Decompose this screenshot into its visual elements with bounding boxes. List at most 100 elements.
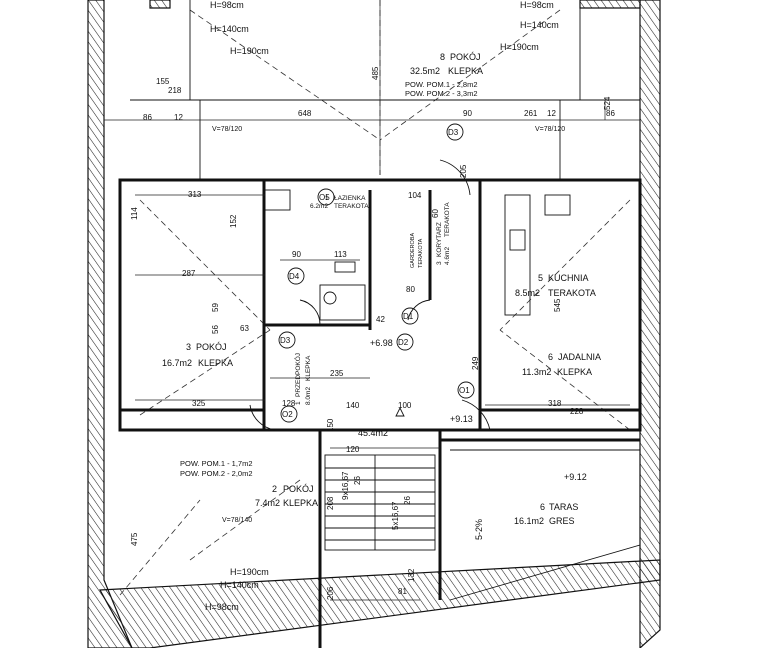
door-d4: D4: [289, 272, 300, 281]
dim-132: 132: [407, 568, 416, 582]
kitchen-name: KUCHNIA: [548, 273, 589, 283]
dim-114-left: 114: [130, 207, 139, 220]
room-2-name: POKÓJ: [283, 484, 314, 494]
kitchen-area: 8.5m2: [515, 288, 540, 298]
door-d3-top: D3: [448, 128, 459, 137]
terrace-name: TARAS: [549, 502, 578, 512]
hallway-area: 8.0m2: [305, 387, 312, 405]
height-top-3: H=190cm: [230, 46, 269, 56]
dim-318: 318: [548, 399, 562, 408]
window-o5: O5: [319, 193, 330, 202]
room-2-pow2: POW. POM.2 - 2,0m2: [180, 469, 253, 478]
kitchen-floor: TERAKOTA: [548, 288, 596, 298]
dim-152: 152: [229, 214, 238, 228]
dining-name: JADALNIA: [558, 352, 601, 362]
dim-206: 206: [326, 586, 335, 600]
dim-80: 80: [406, 285, 415, 294]
door-d3: D3: [280, 336, 291, 345]
dim-545: 545: [553, 298, 562, 312]
door-tags: D3 D4 D3 D2 D1 O1 O2 O5: [278, 123, 475, 423]
kitchen-number: 5: [538, 273, 543, 283]
bathroom-name: ŁAZIENKA: [334, 195, 366, 202]
dining-floor: KLEPKA: [557, 367, 592, 377]
level-3: +9.12: [564, 472, 587, 482]
hallway-label: 1 PRZEDPOKÓJ 8.0m2 KLEPKA: [293, 353, 312, 405]
dim-top-648: 648: [298, 109, 312, 118]
window-o1: O1: [459, 386, 470, 395]
dim-140: 140: [346, 401, 360, 410]
wardrobe-label: GARDEROBA TERAKOTA: [410, 233, 424, 268]
dim-205: 205: [459, 164, 468, 178]
level-1: +6.98: [370, 338, 393, 348]
terrace: [449, 449, 641, 601]
walls: [118, 0, 642, 648]
bathroom-area: 6.2m2: [310, 203, 328, 210]
bathroom-floor: TERAKOTA: [334, 203, 369, 210]
terrace-label: 6 TARAS 16.1m2 GRES: [514, 502, 578, 526]
corridor-area: 4.6m2: [444, 247, 451, 265]
dimension-lines: [104, 0, 640, 601]
top-dimensions: 86 12 648 90 261 12 86: [143, 109, 615, 122]
dim-63: 63: [240, 324, 249, 333]
dim-524: 524: [603, 96, 612, 110]
roof-lines: [119, 0, 631, 596]
height-top-6: H=190cm: [500, 42, 539, 52]
dim-485: 485: [371, 66, 380, 80]
dining-area: 11.3m2: [522, 367, 551, 377]
dim-475: 475: [130, 532, 139, 546]
room-labels: 8 POKÓJ 32.5m2 KLEPKA POW. POM.1 - 2,8m2…: [162, 52, 601, 526]
height-top-2: H=140cm: [210, 24, 249, 34]
level-marks: +6.98 +9.13 +9.12: [370, 338, 587, 482]
dim-top-86-right: 86: [606, 109, 615, 118]
room-8-label: 8 POKÓJ 32.5m2 KLEPKA POW. POM.1 - 2,8m2…: [405, 52, 483, 98]
corridor-name: KORYTARZ: [436, 222, 443, 257]
room-3-area: 16.7m2: [162, 358, 192, 368]
hall-area: 45.4m2: [358, 428, 388, 438]
window-note-3: V=78/140: [222, 517, 252, 524]
stair-labels: 9x16,67 26 5x16,67 26: [341, 471, 412, 530]
door-d2: D2: [398, 338, 409, 347]
height-top-5: H=140cm: [520, 20, 559, 30]
hallway-floor: KLEPKA: [305, 355, 312, 381]
door-swings: [249, 159, 491, 431]
dim-81: 81: [398, 587, 407, 596]
corridor-number: 3: [436, 261, 443, 265]
dim-59: 59: [211, 303, 220, 312]
room-kitchen-label: 5 KUCHNIA 8.5m2 TERAKOTA: [515, 273, 596, 298]
dim-325: 325: [192, 399, 206, 408]
room-dining-label: 6 JADALNIA 11.3m2 KLEPKA: [522, 352, 601, 377]
window-note-2: V=78/120: [535, 126, 565, 133]
stairs: [324, 454, 436, 551]
room-2-label: 2 POKÓJ 7.4m2 KLEPKA POW. POM.1 - 1,7m2 …: [180, 459, 318, 508]
room-8-number: 8: [440, 52, 445, 62]
dim-113: 113: [334, 250, 347, 259]
corridor-floor: TERAKOTA: [444, 202, 451, 237]
room-8-area: 32.5m2: [410, 66, 440, 76]
room-8-name: POKÓJ: [450, 52, 481, 62]
stairs-tread-upper: 26: [353, 476, 362, 485]
dim-90: 90: [292, 250, 301, 259]
dim-60: 60: [431, 209, 440, 218]
dim-top-90: 90: [463, 109, 472, 118]
room-3-name: POKÓJ: [196, 342, 227, 352]
height-top-1: H=98cm: [210, 0, 244, 10]
kitchen-fixtures: [504, 194, 571, 316]
dim-top-12-left: 12: [174, 113, 183, 122]
wardrobe-floor: TERAKOTA: [418, 238, 424, 268]
dim-104: 104: [408, 191, 422, 200]
terrace-number: 6: [540, 502, 545, 512]
dim-155: 155: [156, 77, 170, 86]
misc-dimensions: 313 287 325 318 228 152 114 545 485 524 …: [130, 66, 612, 600]
level-2: +9.13: [450, 414, 473, 424]
dim-218: 218: [168, 86, 182, 95]
room-2-pow1: POW. POM.1 - 1,7m2: [180, 459, 253, 468]
dim-top-12-right: 12: [547, 109, 556, 118]
room-3-label: 3 POKÓJ 16.7m2 KLEPKA: [162, 342, 233, 368]
dim-208: 208: [326, 496, 335, 510]
bathroom-label: 1 ŁAZIENKA 6.2m2 TERAKOTA: [310, 195, 369, 210]
roof-hatching: [87, 0, 661, 648]
bathroom-number: 1: [325, 195, 329, 202]
dim-top-261: 261: [524, 109, 538, 118]
height-bottom-1: H=190cm: [230, 567, 269, 577]
window-note-1: V=78/120: [212, 126, 242, 133]
